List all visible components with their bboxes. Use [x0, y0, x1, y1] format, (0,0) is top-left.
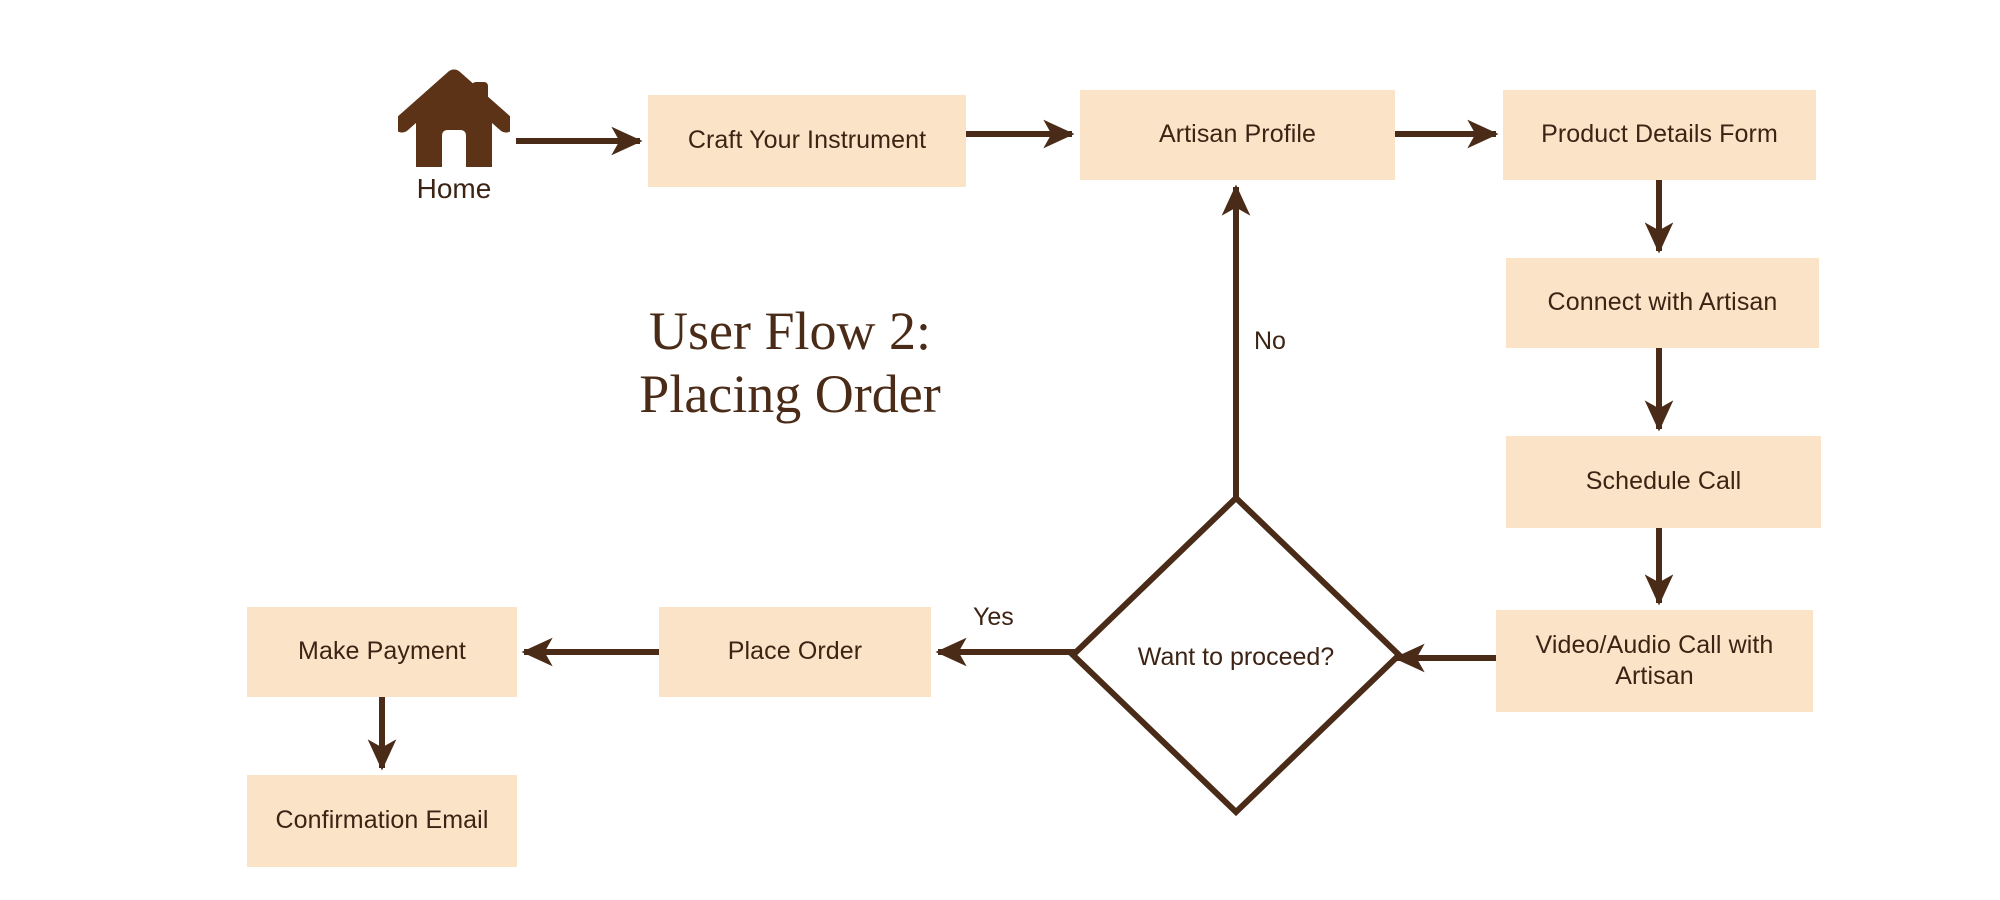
- home-label: Home: [416, 173, 492, 204]
- node-craft-your-instrument[interactable]: Craft Your Instrument: [648, 95, 966, 187]
- diagram-title: User Flow 2: Placing Order: [639, 301, 941, 424]
- node-connect-with-artisan[interactable]: Connect with Artisan: [1506, 258, 1819, 348]
- node-confirmation-email[interactable]: Confirmation Email: [247, 775, 517, 867]
- node-decision-want-to-proceed[interactable]: Want to proceed?: [1137, 642, 1335, 671]
- node-schedule-call[interactable]: Schedule Call: [1506, 436, 1821, 528]
- node-artisan-profile[interactable]: Artisan Profile: [1080, 90, 1395, 180]
- edge-label-yes: Yes: [973, 603, 1014, 631]
- node-make-payment[interactable]: Make Payment: [247, 607, 517, 697]
- home-icon[interactable]: [398, 68, 510, 173]
- node-place-order[interactable]: Place Order: [659, 607, 931, 697]
- edge-label-no: No: [1254, 327, 1286, 355]
- node-product-details-form[interactable]: Product Details Form: [1503, 90, 1816, 180]
- node-video-audio-call-with-artisan[interactable]: Video/Audio Call with Artisan: [1496, 610, 1813, 712]
